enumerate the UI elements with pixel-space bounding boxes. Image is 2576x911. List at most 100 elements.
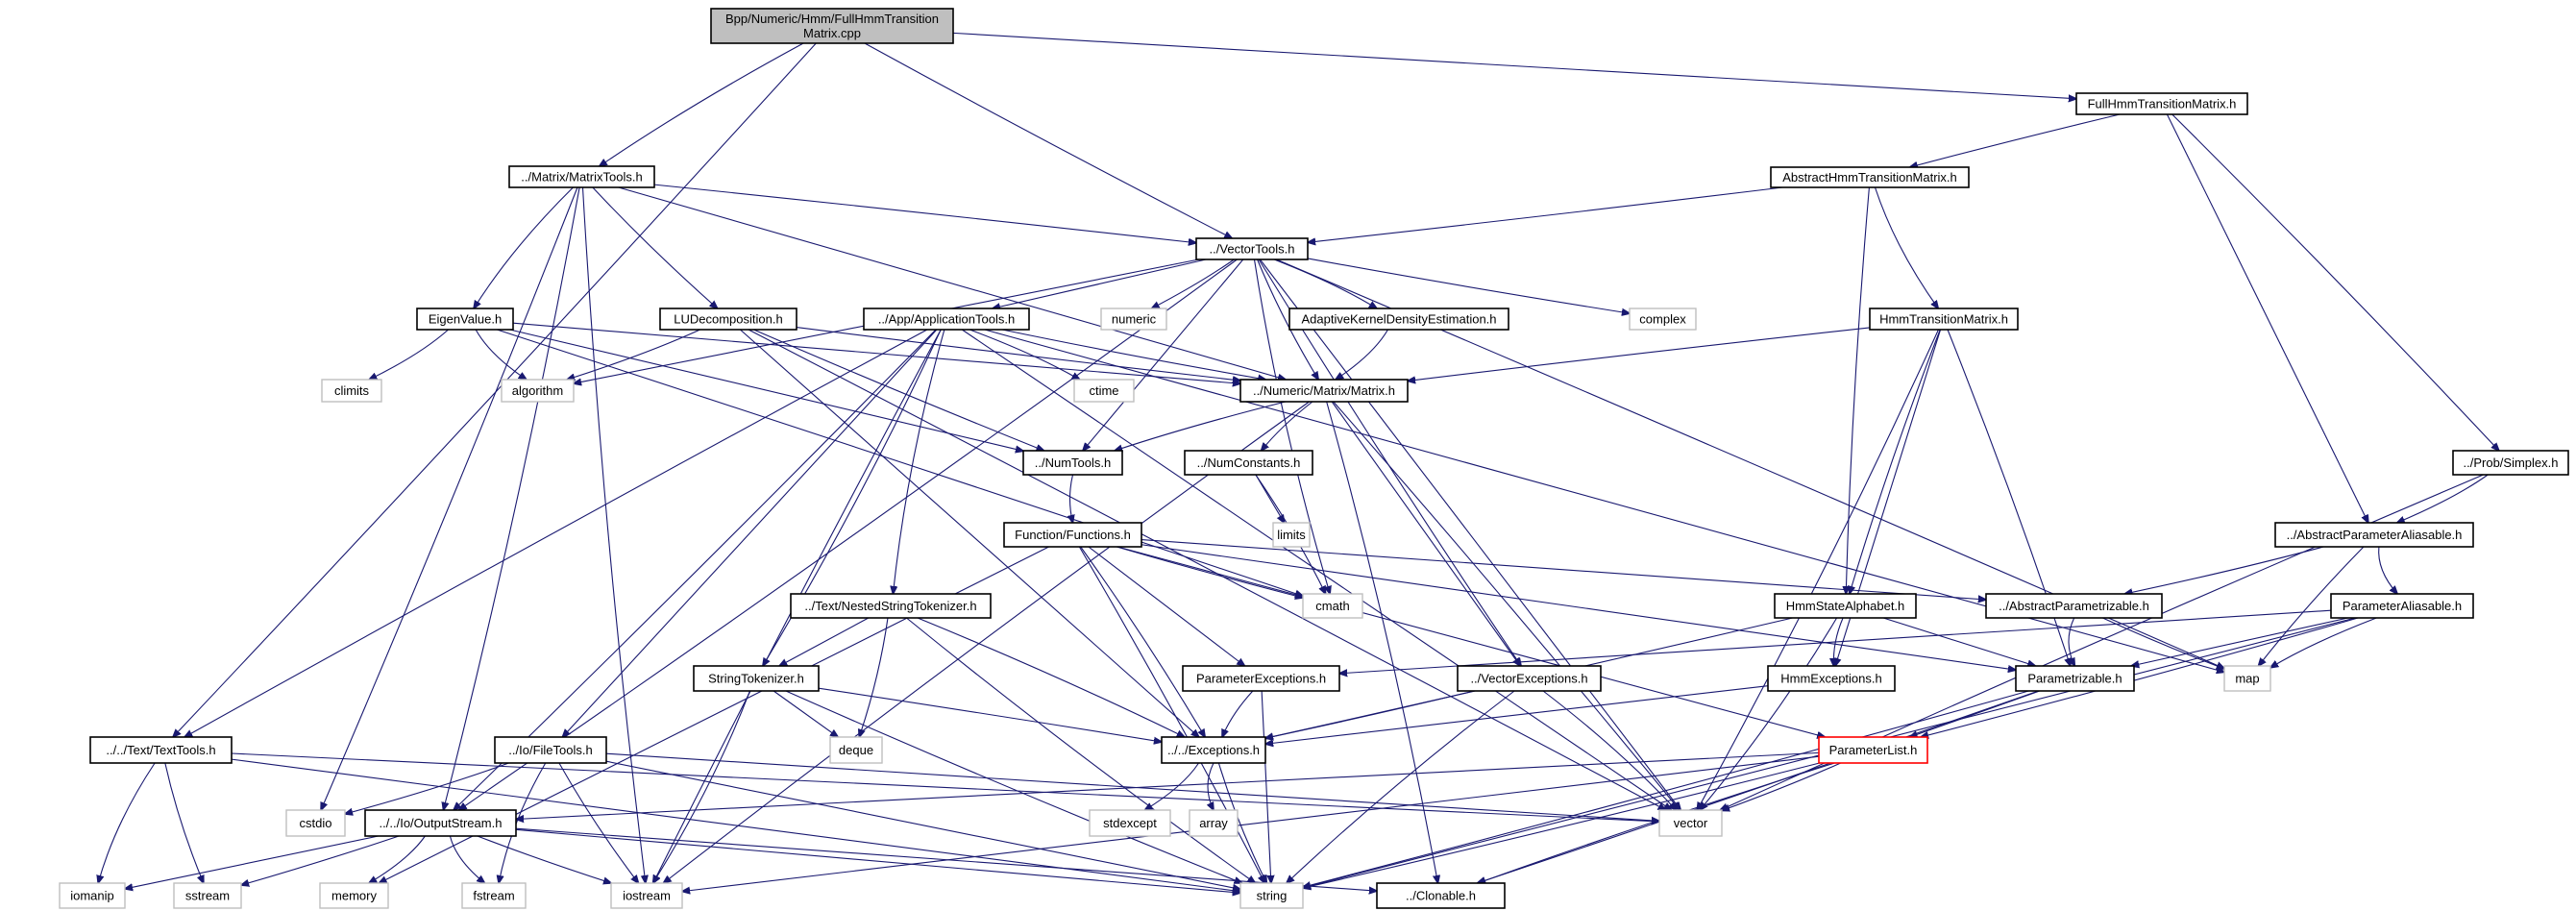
node-texttools[interactable]: ../../Text/TextTools.h — [89, 736, 233, 764]
node-box[interactable] — [1770, 166, 1970, 188]
node-box[interactable] — [59, 882, 126, 909]
node-numeric[interactable]: numeric — [1100, 308, 1167, 331]
node-numconst[interactable]: ../NumConstants.h — [1184, 450, 1313, 476]
node-box[interactable] — [1089, 809, 1171, 837]
node-algorithm[interactable]: algorithm — [501, 379, 575, 403]
node-box[interactable] — [1985, 593, 2163, 619]
node-hmmtm[interactable]: HmmTransitionMatrix.h — [1869, 308, 2019, 331]
node-box[interactable] — [1182, 665, 1340, 692]
node-box[interactable] — [1239, 882, 1304, 909]
node-root[interactable]: Bpp/Numeric/Hmm/FullHmmTransitionMatrix.… — [710, 8, 954, 44]
node-box[interactable] — [1195, 237, 1309, 260]
node-nested[interactable]: ../Text/NestedStringTokenizer.h — [790, 593, 992, 619]
node-box[interactable] — [1629, 308, 1697, 331]
node-box[interactable] — [321, 379, 382, 403]
node-box[interactable] — [1457, 665, 1602, 692]
node-box[interactable] — [494, 736, 607, 764]
node-box[interactable] — [1239, 379, 1409, 403]
node-paramalias[interactable]: ParameterAliasable.h — [2330, 593, 2474, 619]
node-box[interactable] — [173, 882, 242, 909]
node-map[interactable]: map — [2223, 665, 2271, 692]
node-box[interactable] — [2075, 92, 2248, 115]
node-box[interactable] — [710, 8, 954, 44]
node-functions[interactable]: Function/Functions.h — [1003, 522, 1142, 548]
node-box[interactable] — [2274, 522, 2474, 548]
node-hmmexc[interactable]: HmmExceptions.h — [1767, 665, 1896, 692]
node-box[interactable] — [89, 736, 233, 764]
node-vector[interactable]: vector — [1658, 809, 1723, 837]
node-outstream[interactable]: ../../Io/OutputStream.h — [364, 809, 517, 837]
node-box[interactable] — [2015, 665, 2135, 692]
node-abstracthmm[interactable]: AbstractHmmTransitionMatrix.h — [1770, 166, 1970, 188]
node-iomanip[interactable]: iomanip — [59, 882, 126, 909]
node-box[interactable] — [659, 308, 797, 331]
node-box[interactable] — [364, 809, 517, 837]
node-box[interactable] — [501, 379, 575, 403]
node-eigenvalue[interactable]: EigenValue.h — [416, 308, 514, 331]
node-box[interactable] — [508, 165, 655, 188]
node-climits[interactable]: climits — [321, 379, 382, 403]
node-cstdio[interactable]: cstdio — [285, 809, 346, 837]
node-akde[interactable]: AdaptiveKernelDensityEstimation.h — [1288, 308, 1509, 331]
node-box[interactable] — [1272, 522, 1311, 548]
node-exceptions[interactable]: ../../Exceptions.h — [1161, 736, 1266, 764]
node-box[interactable] — [1100, 308, 1167, 331]
node-box[interactable] — [2223, 665, 2271, 692]
node-array[interactable]: array — [1189, 809, 1239, 837]
node-numtools[interactable]: ../NumTools.h — [1022, 450, 1123, 476]
node-box[interactable] — [1767, 665, 1896, 692]
node-parametrizable[interactable]: Parametrizable.h — [2015, 665, 2135, 692]
node-box[interactable] — [863, 308, 1030, 331]
node-cmath[interactable]: cmath — [1302, 593, 1363, 619]
node-absparamalias[interactable]: ../AbstractParameterAliasable.h — [2274, 522, 2474, 548]
node-string[interactable]: string — [1239, 882, 1304, 909]
node-vectortools[interactable]: ../VectorTools.h — [1195, 237, 1309, 260]
node-absparametrizable[interactable]: ../AbstractParametrizable.h — [1985, 593, 2163, 619]
node-fstream[interactable]: fstream — [461, 882, 527, 909]
node-box[interactable] — [790, 593, 992, 619]
node-box[interactable] — [461, 882, 527, 909]
node-deque[interactable]: deque — [829, 736, 883, 764]
node-box[interactable] — [1003, 522, 1142, 548]
node-sstream[interactable]: sstream — [173, 882, 242, 909]
node-box[interactable] — [2452, 450, 2569, 476]
node-memory[interactable]: memory — [319, 882, 389, 909]
node-fullhmm[interactable]: FullHmmTransitionMatrix.h — [2075, 92, 2248, 115]
node-box[interactable] — [1189, 809, 1239, 837]
node-box[interactable] — [1184, 450, 1313, 476]
node-box[interactable] — [319, 882, 389, 909]
node-box[interactable] — [1022, 450, 1123, 476]
node-box[interactable] — [693, 665, 820, 692]
node-apptools[interactable]: ../App/ApplicationTools.h — [863, 308, 1030, 331]
node-box[interactable] — [1161, 736, 1266, 764]
node-box[interactable] — [1073, 379, 1135, 403]
node-box[interactable] — [1376, 882, 1506, 909]
node-box[interactable] — [1658, 809, 1723, 837]
node-complex[interactable]: complex — [1629, 308, 1697, 331]
node-paramlist[interactable]: ParameterList.h — [1818, 736, 1928, 764]
node-simplex[interactable]: ../Prob/Simplex.h — [2452, 450, 2569, 476]
node-vecexc[interactable]: ../VectorExceptions.h — [1457, 665, 1602, 692]
node-clonable[interactable]: ../Clonable.h — [1376, 882, 1506, 909]
node-matrixtools[interactable]: ../Matrix/MatrixTools.h — [508, 165, 655, 188]
node-hmmstate[interactable]: HmmStateAlphabet.h — [1774, 593, 1917, 619]
node-box[interactable] — [285, 809, 346, 837]
node-box[interactable] — [1774, 593, 1917, 619]
node-box[interactable] — [610, 882, 683, 909]
node-box[interactable] — [1818, 736, 1928, 764]
node-box[interactable] — [1869, 308, 2019, 331]
node-iostream[interactable]: iostream — [610, 882, 683, 909]
node-box[interactable] — [1302, 593, 1363, 619]
node-stdexcept[interactable]: stdexcept — [1089, 809, 1171, 837]
node-strtok[interactable]: StringTokenizer.h — [693, 665, 820, 692]
node-ludecomp[interactable]: LUDecomposition.h — [659, 308, 797, 331]
node-paramexc[interactable]: ParameterExceptions.h — [1182, 665, 1340, 692]
node-box[interactable] — [2330, 593, 2474, 619]
node-box[interactable] — [1288, 308, 1509, 331]
node-limits[interactable]: limits — [1272, 522, 1311, 548]
node-filetools[interactable]: ../Io/FileTools.h — [494, 736, 607, 764]
node-box[interactable] — [829, 736, 883, 764]
node-ctime[interactable]: ctime — [1073, 379, 1135, 403]
node-box[interactable] — [416, 308, 514, 331]
node-matrix[interactable]: ../Numeric/Matrix/Matrix.h — [1239, 379, 1409, 403]
